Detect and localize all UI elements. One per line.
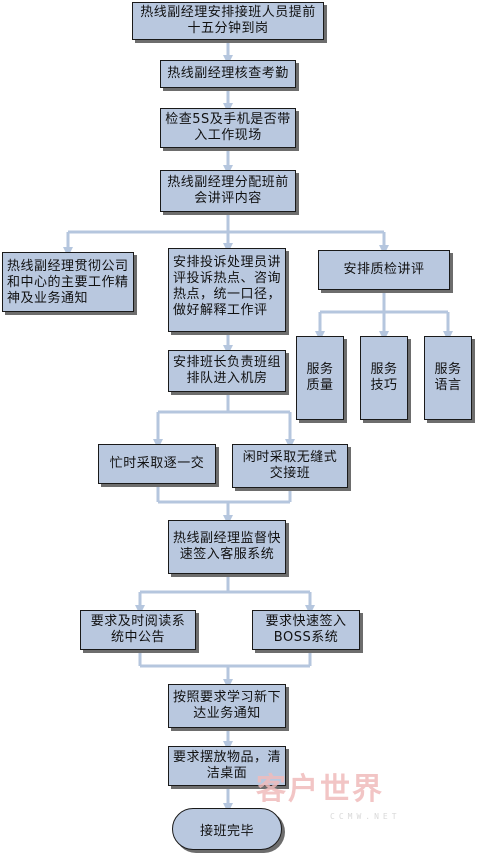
step-company-spirit: 热线副经理贯彻公司和中心的主要工作精神及业务通知 — [2, 252, 134, 312]
step-service-quality: 服务质量 — [296, 336, 344, 420]
step-team-entry: 安排班长负责班组排队进入机房 — [168, 350, 286, 392]
step-attendance-check: 热线副经理核查考勤 — [160, 60, 296, 88]
step-arrival: 热线副经理安排接班人员提前十五分钟到岗 — [132, 2, 324, 40]
step-service-skill: 服务技巧 — [360, 336, 408, 420]
end-terminator: 接班完毕 — [172, 808, 282, 850]
watermark-url: CCMW.NET — [330, 812, 401, 821]
step-clean-desk: 要求摆放物品，清洁桌面 — [168, 746, 286, 786]
step-quality-review: 安排质检讲评 — [318, 250, 450, 290]
step-complaint-review: 安排投诉处理员讲评投诉热点、咨询热点，统一口径，做好解释工作评 — [168, 248, 286, 332]
step-idle-handover: 闲时采取无缝式交接班 — [232, 444, 348, 488]
step-5s-phone-check: 检查5S及手机是否带入工作现场 — [160, 108, 296, 148]
watermark-logo: 客户世界 — [256, 772, 384, 807]
step-read-announcements: 要求及时阅读系统中公告 — [80, 610, 196, 650]
step-service-language: 服务语言 — [424, 336, 472, 420]
step-busy-handover: 忙时采取逐一交 — [98, 444, 216, 484]
step-study-notice: 按照要求学习新下达业务通知 — [168, 684, 286, 728]
step-signin-supervision: 热线副经理监督快速签入客服系统 — [168, 520, 286, 574]
step-assign-briefing: 热线副经理分配班前会讲评内容 — [160, 170, 296, 212]
step-boss-signin: 要求快速签入BOSS系统 — [252, 610, 360, 650]
